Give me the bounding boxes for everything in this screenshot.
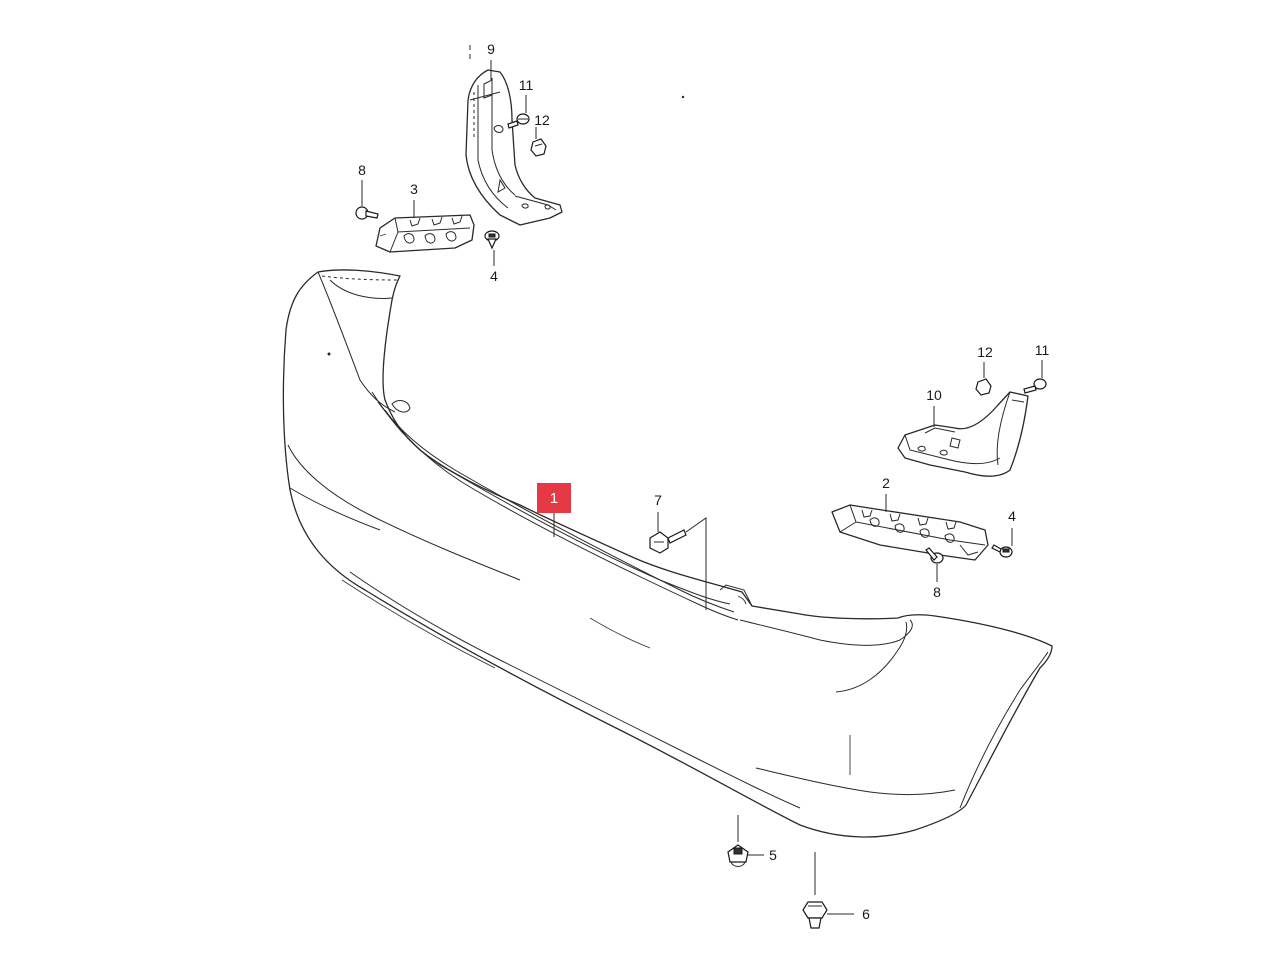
bolt-center[interactable]: 7	[649, 492, 707, 610]
callout-label-8-right: 8	[933, 584, 941, 600]
callout-label-1: 1	[550, 490, 558, 507]
callout-label-4-left: 4	[490, 268, 498, 284]
callout-label-6: 6	[862, 906, 870, 922]
bolt-left[interactable]: 8	[355, 162, 379, 220]
callout-label-9: 9	[487, 41, 495, 57]
callout-10: 10	[926, 387, 942, 427]
bracket-right-lower[interactable]	[831, 504, 989, 561]
callout-label-5: 5	[769, 847, 777, 863]
callout-label-4-right: 4	[1008, 508, 1016, 524]
callout-9: 9	[487, 41, 495, 80]
callout-label-7: 7	[654, 492, 662, 508]
callout-label-12-right: 12	[977, 344, 993, 360]
callout-label-11-left: 11	[519, 77, 534, 93]
clip-lower-5[interactable]: 5	[727, 815, 777, 867]
screw-head-icon	[1033, 378, 1047, 390]
screw-left[interactable]: 4	[484, 230, 500, 284]
screw-right-upper[interactable]: 11	[1023, 342, 1050, 394]
callout-label-2: 2	[882, 475, 890, 491]
nut-left-upper[interactable]: 12	[530, 112, 550, 157]
callout-1-highlight[interactable]: 1	[537, 483, 571, 537]
bracket-left-upper[interactable]	[465, 45, 563, 226]
callout-3: 3	[410, 181, 418, 218]
callout-2: 2	[882, 475, 890, 512]
callout-label-8-left: 8	[358, 162, 366, 178]
callout-label-11-right: 11	[1035, 342, 1050, 358]
clip-icon	[802, 901, 828, 919]
rear-bumper-cover[interactable]	[282, 95, 1053, 838]
callout-label-10: 10	[926, 387, 942, 403]
highlight-box	[537, 483, 571, 513]
nut-right-upper[interactable]: 12	[975, 344, 993, 396]
bracket-right-upper[interactable]	[897, 391, 1029, 477]
screw-right[interactable]: 4	[991, 508, 1016, 558]
callout-label-3: 3	[410, 181, 418, 197]
clip-lower-6[interactable]: 6	[802, 852, 870, 929]
screw-left-upper[interactable]: 11	[507, 77, 534, 129]
nut-icon	[530, 138, 547, 157]
callout-label-12-left: 12	[534, 112, 550, 128]
bolt-right[interactable]: 8	[925, 547, 944, 600]
bracket-left-lower[interactable]	[375, 214, 475, 253]
nut-icon	[975, 378, 992, 396]
